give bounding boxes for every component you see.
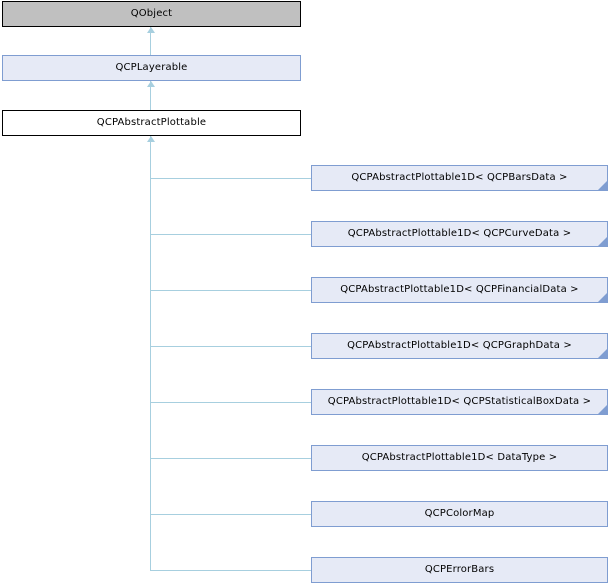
class-node-financial[interactable]: QCPAbstractPlottable1D< QCPFinancialData… (311, 277, 608, 303)
edge-financial (150, 290, 311, 291)
edge-colormap (150, 514, 311, 515)
class-node-label: QObject (130, 8, 173, 19)
class-node-label: QCPAbstractPlottable1D< QCPBarsData > (351, 172, 568, 183)
class-node-label: QCPLayerable (115, 62, 188, 73)
arrowhead-qcplayerable (146, 81, 155, 87)
class-node-colormap[interactable]: QCPColorMap (311, 501, 608, 527)
class-node-qobject[interactable]: QObject (2, 1, 301, 27)
arrowhead-qobject (146, 27, 155, 33)
edge-qcpabstract-to-qcplayerable (150, 81, 151, 110)
class-node-label: QCPAbstractPlottable (96, 117, 207, 128)
edge-spine (150, 136, 151, 570)
arrowhead-spine (146, 136, 155, 142)
class-node-label: QCPAbstractPlottable1D< DataType > (361, 452, 558, 463)
edge-qcplayerable-to-qobject (150, 27, 151, 55)
edge-graph (150, 346, 311, 347)
class-node-statbox[interactable]: QCPAbstractPlottable1D< QCPStatisticalBo… (311, 389, 608, 415)
class-node-label: QCPAbstractPlottable1D< QCPCurveData > (347, 228, 572, 239)
class-node-label: QCPAbstractPlottable1D< QCPFinancialData… (340, 284, 579, 295)
class-node-errorbars[interactable]: QCPErrorBars (311, 557, 608, 583)
class-node-datatype[interactable]: QCPAbstractPlottable1D< DataType > (311, 445, 608, 471)
class-node-label: QCPErrorBars (424, 564, 495, 575)
edge-errorbars (150, 570, 311, 571)
edge-datatype (150, 458, 311, 459)
class-node-bars[interactable]: QCPAbstractPlottable1D< QCPBarsData > (311, 165, 608, 191)
class-node-graph[interactable]: QCPAbstractPlottable1D< QCPGraphData > (311, 333, 608, 359)
class-node-curve[interactable]: QCPAbstractPlottable1D< QCPCurveData > (311, 221, 608, 247)
class-node-qcplayerable[interactable]: QCPLayerable (2, 55, 301, 81)
class-node-label: QCPAbstractPlottable1D< QCPGraphData > (347, 340, 572, 351)
edge-curve (150, 234, 311, 235)
class-node-label: QCPColorMap (424, 508, 495, 519)
edge-bars (150, 178, 311, 179)
edge-statbox (150, 402, 311, 403)
class-node-qcpabstract[interactable]: QCPAbstractPlottable (2, 110, 301, 136)
class-node-label: QCPAbstractPlottable1D< QCPStatisticalBo… (327, 396, 592, 407)
